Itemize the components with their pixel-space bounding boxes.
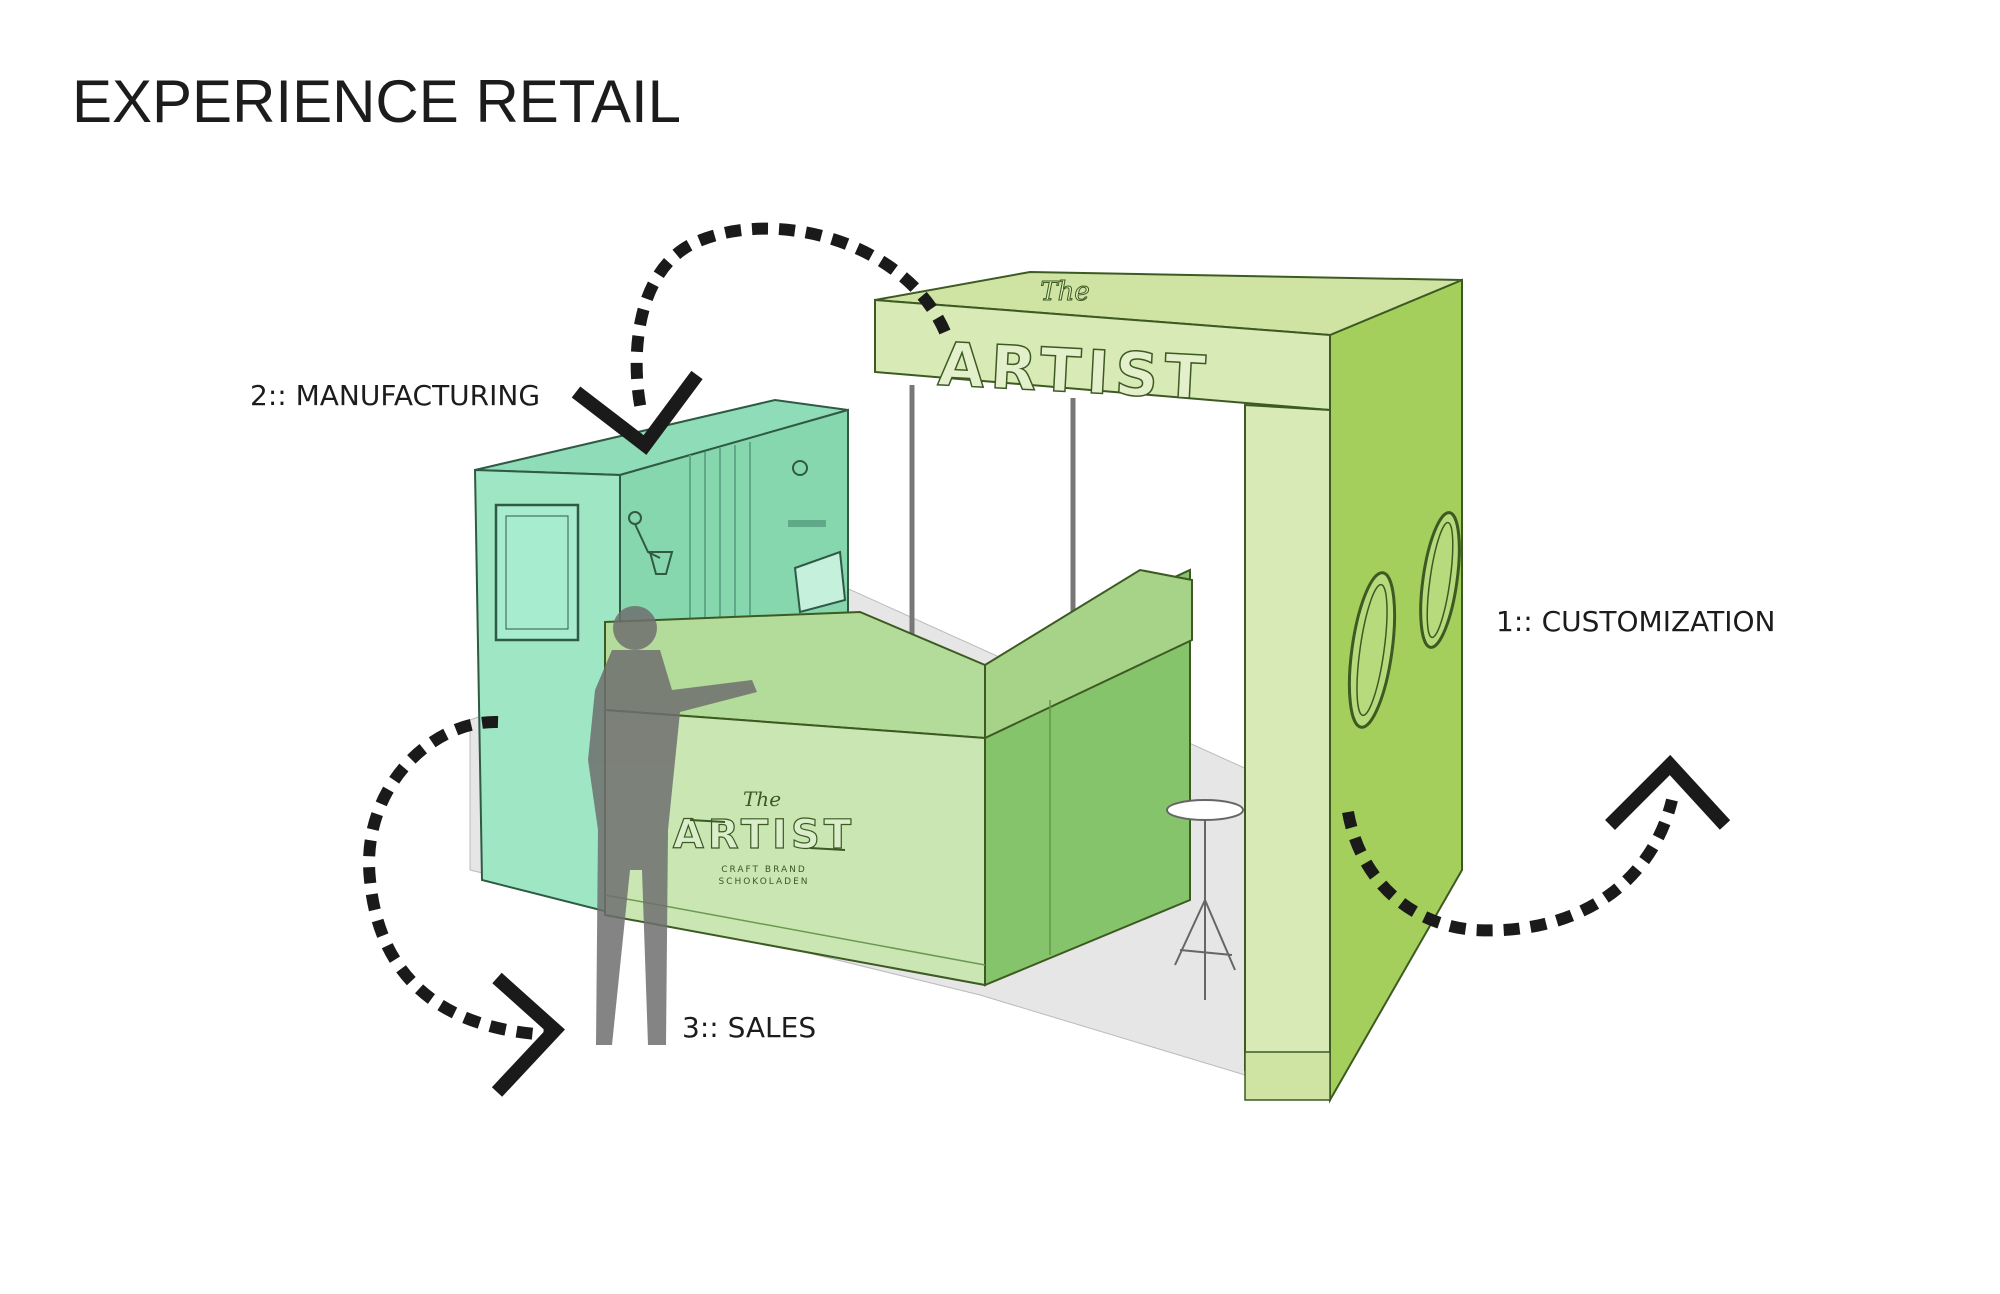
arrow-customization-to-manufacturing xyxy=(630,222,951,417)
workshop-window xyxy=(494,503,580,642)
label-customization: 1:: CUSTOMIZATION xyxy=(1496,605,1776,638)
workshop-screen xyxy=(793,550,847,614)
wall-shelf xyxy=(788,520,826,527)
label-sales: 3:: SALES xyxy=(682,1011,817,1044)
counter-logo-tagline-2: SCHOKOLADEN xyxy=(718,877,809,887)
pillar-base xyxy=(1244,1051,1331,1101)
arrowhead-customization xyxy=(1605,754,1731,830)
arrowhead-sales xyxy=(491,972,565,1097)
arrow-sales-to-customization xyxy=(1342,798,1678,937)
header-sign-script: The xyxy=(1040,277,1089,307)
diagram-title: EXPERIENCE RETAIL xyxy=(72,68,682,135)
label-manufacturing: 2:: MANUFACTURING xyxy=(250,379,541,412)
arrow-manufacturing-to-sales xyxy=(363,715,551,1041)
workshop-curtain xyxy=(689,442,751,625)
arrow-heads xyxy=(491,370,1731,1097)
wall-tool-icon xyxy=(792,460,808,476)
counter-logo-name: ARTIST xyxy=(673,812,855,858)
flow-arrows xyxy=(363,222,1678,1041)
header-sign-name: ARTIST xyxy=(936,330,1213,414)
porthole-window xyxy=(1419,511,1461,649)
customer-silhouette xyxy=(588,606,757,1045)
counter-logo-tagline-1: CRAFT BRAND xyxy=(721,865,807,875)
porthole-window xyxy=(1347,571,1397,729)
counter-logo-script: The xyxy=(743,787,781,811)
arrowhead-manufacturing xyxy=(571,370,703,455)
booth-front-pillar xyxy=(1244,403,1331,1102)
bar-stool xyxy=(1166,799,1244,1000)
